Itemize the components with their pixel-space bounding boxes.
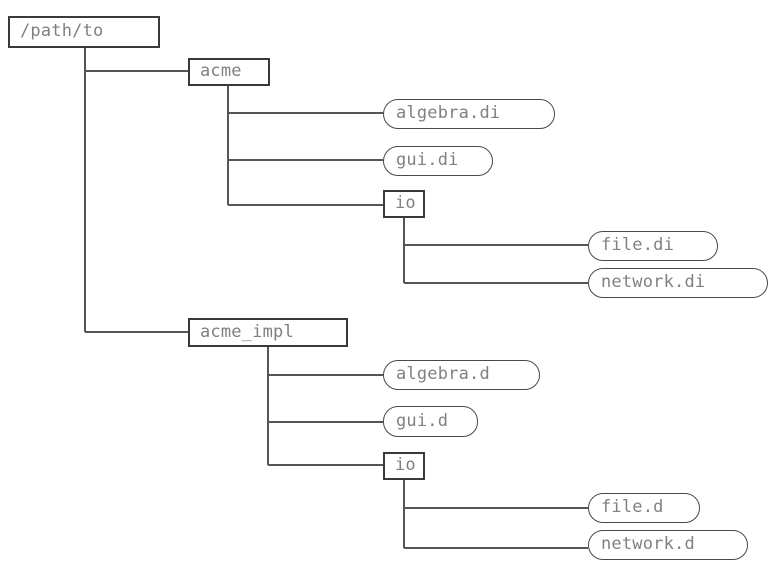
file-node-acme-io-network-di[interactable]: network.di xyxy=(588,268,768,298)
file-node-acme-io-file-di[interactable]: file.di xyxy=(588,231,718,261)
file-node-impl-gui-d[interactable]: gui.d xyxy=(383,406,478,437)
file-node-acme-gui-di[interactable]: gui.di xyxy=(383,146,493,176)
node-label: gui.di xyxy=(396,150,459,170)
node-label: file.d xyxy=(601,497,664,517)
directory-node-impl-io[interactable]: io xyxy=(383,452,425,480)
node-label: acme xyxy=(200,61,242,81)
directory-node-acme-io[interactable]: io xyxy=(383,190,425,218)
file-node-acme-algebra-di[interactable]: algebra.di xyxy=(383,99,555,129)
node-label: network.di xyxy=(601,272,706,292)
node-label: acme_impl xyxy=(200,321,294,342)
file-node-impl-io-file-d[interactable]: file.d xyxy=(588,493,700,523)
node-label: network.d xyxy=(601,534,695,554)
file-node-impl-io-network-d[interactable]: network.d xyxy=(588,530,748,560)
node-label: algebra.di xyxy=(396,103,501,123)
file-node-impl-algebra-d[interactable]: algebra.d xyxy=(383,360,540,390)
directory-node-root[interactable]: /path/to xyxy=(8,16,160,48)
node-label: algebra.d xyxy=(396,364,490,384)
directory-node-acme[interactable]: acme xyxy=(188,58,270,86)
directory-node-acme-impl[interactable]: acme_impl xyxy=(188,318,348,347)
node-label: gui.d xyxy=(396,410,449,431)
node-label: io xyxy=(395,193,416,213)
node-label: io xyxy=(395,455,416,475)
node-label: /path/to xyxy=(20,21,104,41)
node-label: file.di xyxy=(601,235,675,255)
